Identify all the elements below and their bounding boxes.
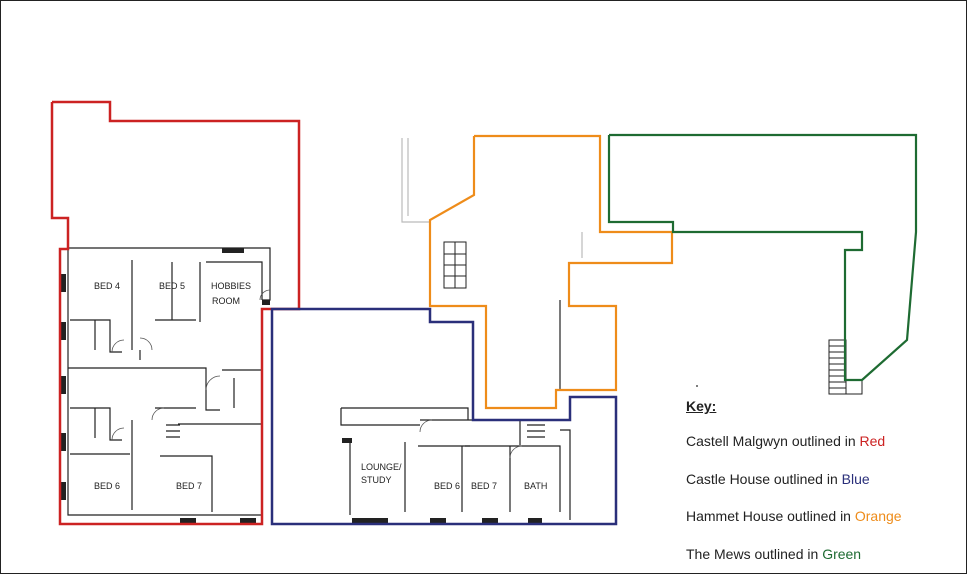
- key-color-word: Blue: [842, 471, 870, 487]
- castell-bed6-label: BED 6: [94, 481, 120, 491]
- key-item-text: Castle House outlined in: [686, 471, 842, 487]
- key-color-word: Orange: [855, 508, 902, 524]
- door-swings: [112, 290, 522, 458]
- key-legend: Key: Castell Malgwyn outlined in Red Cas…: [686, 398, 956, 582]
- marker-dot: [696, 385, 698, 387]
- castell-malgwyn-outline: [52, 102, 299, 524]
- key-color-word: Red: [860, 433, 886, 449]
- key-item-castell-malgwyn: Castell Malgwyn outlined in Red: [686, 432, 956, 470]
- the-mews-outline: [609, 135, 916, 380]
- castle-bed6-label: BED 6: [434, 481, 460, 491]
- castle-house-outline: [272, 309, 616, 524]
- key-title: Key:: [686, 398, 956, 414]
- key-item-hammet-house: Hammet House outlined in Orange: [686, 507, 956, 545]
- key-item-text: Hammet House outlined in: [686, 508, 855, 524]
- castell-bed4-label: BED 4: [94, 281, 120, 291]
- room-labels: BED 4 BED 5 HOBBIES ROOM BED 6 BED 7 LOU…: [94, 281, 547, 491]
- castell-bed5-label: BED 5: [159, 281, 185, 291]
- castell-hobbies-label: HOBBIES: [211, 281, 251, 291]
- key-item-castle-house: Castle House outlined in Blue: [686, 470, 956, 508]
- castle-bed7-label: BED 7: [471, 481, 497, 491]
- key-color-word: Green: [822, 546, 861, 562]
- castle-study-label: STUDY: [361, 475, 392, 485]
- key-item-text: The Mews outlined in: [686, 546, 822, 562]
- key-item-the-mews: The Mews outlined in Green: [686, 545, 956, 582]
- key-item-text: Castell Malgwyn outlined in: [686, 433, 860, 449]
- castle-bath-label: BATH: [524, 481, 547, 491]
- castell-room-label: ROOM: [212, 296, 240, 306]
- skylight: [444, 242, 466, 288]
- castell-bed7-label: BED 7: [176, 481, 202, 491]
- castle-lounge-label: LOUNGE/: [361, 462, 402, 472]
